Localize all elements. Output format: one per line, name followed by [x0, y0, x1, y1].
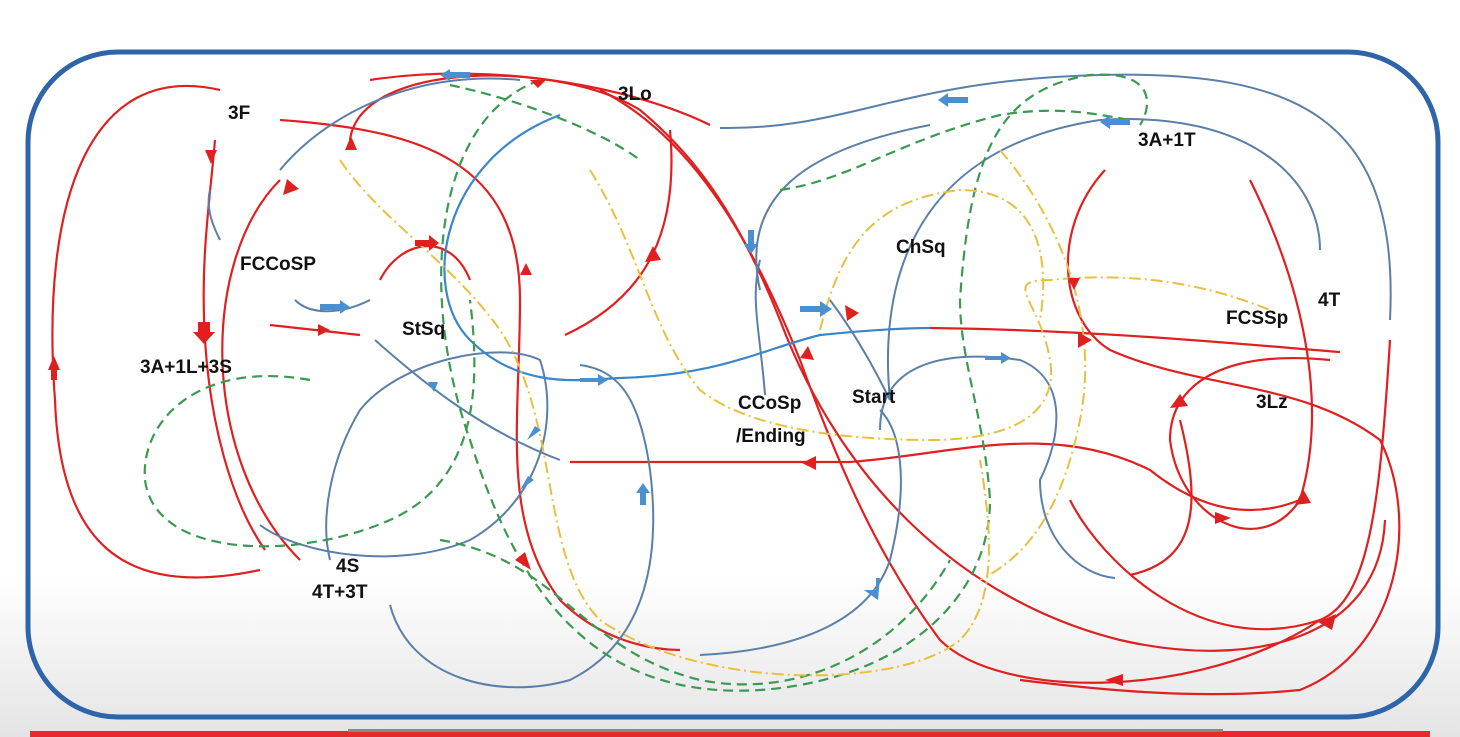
label-ending: /Ending: [736, 426, 806, 447]
blue-arrow-icon: [636, 483, 650, 505]
path-chsq-4: [979, 149, 1087, 581]
red-arrow-icon: [1318, 614, 1336, 630]
path-3a1t: [1019, 169, 1401, 696]
path-chsq-blue: [755, 124, 931, 291]
chsq-paths: [339, 149, 1271, 677]
path-ccosp: [754, 259, 766, 396]
red-arrow-icon: [415, 235, 439, 251]
blue-arrow-icon: [800, 301, 832, 317]
red-arrow-icon: [645, 246, 661, 262]
path-3f-small: [207, 189, 221, 241]
label-3lo: 3Lο: [618, 84, 652, 105]
red-arrow-icon: [802, 456, 816, 470]
red-arrow-icon: [318, 324, 330, 336]
label-chsq: ChSq: [896, 237, 946, 258]
red-arrow-icon: [205, 150, 217, 164]
red-arrow-icon: [1068, 278, 1080, 290]
blue-arrow-icon: [864, 578, 880, 600]
video-progress-bar[interactable]: [30, 731, 1430, 737]
rink-outline: [25, 49, 1441, 720]
path-4t3t: [389, 364, 655, 689]
path-bottom-blue: [699, 409, 902, 656]
label-fccosp: FCCoSP: [240, 254, 316, 275]
path-green-top: [779, 109, 1131, 192]
path-3lz: [1168, 179, 1331, 530]
path-center: [599, 89, 1321, 684]
red-arrow-icon: [1105, 674, 1123, 686]
blue-arrow-icon: [428, 382, 438, 392]
label-3a-1t: 3A+1T: [1138, 130, 1196, 151]
label-3lz: 3Lz: [1256, 392, 1288, 413]
red-arrow-icon: [48, 356, 60, 380]
path-chsq-2: [589, 169, 1271, 442]
path-3lz-bottom: [1129, 419, 1193, 577]
jump-paths: [51, 72, 1401, 696]
label-ccosp: CCoSp: [738, 393, 802, 414]
path-green-big: [440, 73, 1149, 692]
path-cross-top: [369, 72, 711, 126]
blue-arrow-icon: [1100, 115, 1130, 129]
blue-arrow-icon: [580, 374, 608, 386]
path-start-loop: [879, 355, 1116, 579]
red-arrow-icon: [520, 263, 532, 275]
label-4t: 4T: [1318, 290, 1341, 311]
red-arrow-icon: [193, 322, 215, 344]
path-chsq-3: [819, 188, 1045, 331]
path-3f-arc: [202, 139, 266, 551]
path-stsq: [279, 77, 521, 171]
label-fcssp: FCSSp: [1226, 308, 1289, 329]
label-4t-3t: 4T+3T: [312, 582, 368, 603]
red-arrow-icon: [530, 80, 546, 88]
red-arrow-icon: [1215, 512, 1231, 524]
path-fccosp: [379, 245, 472, 281]
red-arrow-icon: [845, 305, 859, 321]
path-chsq-1: [339, 159, 990, 677]
path-top-sweep: [348, 74, 1387, 652]
path-mid-long: [929, 326, 1341, 354]
label-stsq: StSq: [402, 319, 446, 340]
path-left-loop: [221, 179, 301, 561]
label-start: Start: [852, 387, 896, 408]
red-arrow-icon: [1078, 332, 1092, 348]
blue-arrow-icon: [938, 93, 968, 107]
spin-paths: [143, 73, 1149, 692]
path-upper-mid: [564, 129, 673, 336]
path-green-upper: [449, 83, 641, 161]
red-arrow-icon: [515, 552, 531, 570]
blue-arrow-icon: [985, 352, 1011, 364]
red-arrow-icon: [1295, 489, 1311, 505]
direction-arrows: [48, 69, 1336, 686]
path-green-bottom: [439, 538, 951, 686]
path-start-blue: [886, 118, 1321, 401]
label-3f: 3F: [228, 103, 251, 124]
video-buffer-bar: [348, 729, 1223, 732]
blue-arrow-icon: [527, 426, 541, 440]
path-3a1l3s: [269, 323, 361, 337]
blue-arrow-icon: [520, 476, 534, 490]
blue-arrow-icon: [744, 230, 758, 254]
red-arrow-icon: [283, 179, 299, 195]
label-4s: 4S: [336, 556, 360, 577]
red-arrow-icon: [1170, 394, 1188, 408]
label-3a-1l-3s: 3A+1L+3S: [140, 357, 232, 378]
blue-arrow-icon: [320, 300, 350, 314]
path-fccosp-blue: [294, 299, 371, 313]
path-ending-line: [570, 442, 1301, 512]
blue-arrow-icon: [440, 69, 470, 81]
path-mid-blue: [374, 339, 561, 461]
path-right-blue: [829, 299, 891, 401]
red-arrow-icon: [800, 346, 814, 360]
path-4s: [259, 351, 549, 561]
path-3f-loop: [51, 84, 261, 579]
red-arrow-icon: [345, 136, 357, 150]
